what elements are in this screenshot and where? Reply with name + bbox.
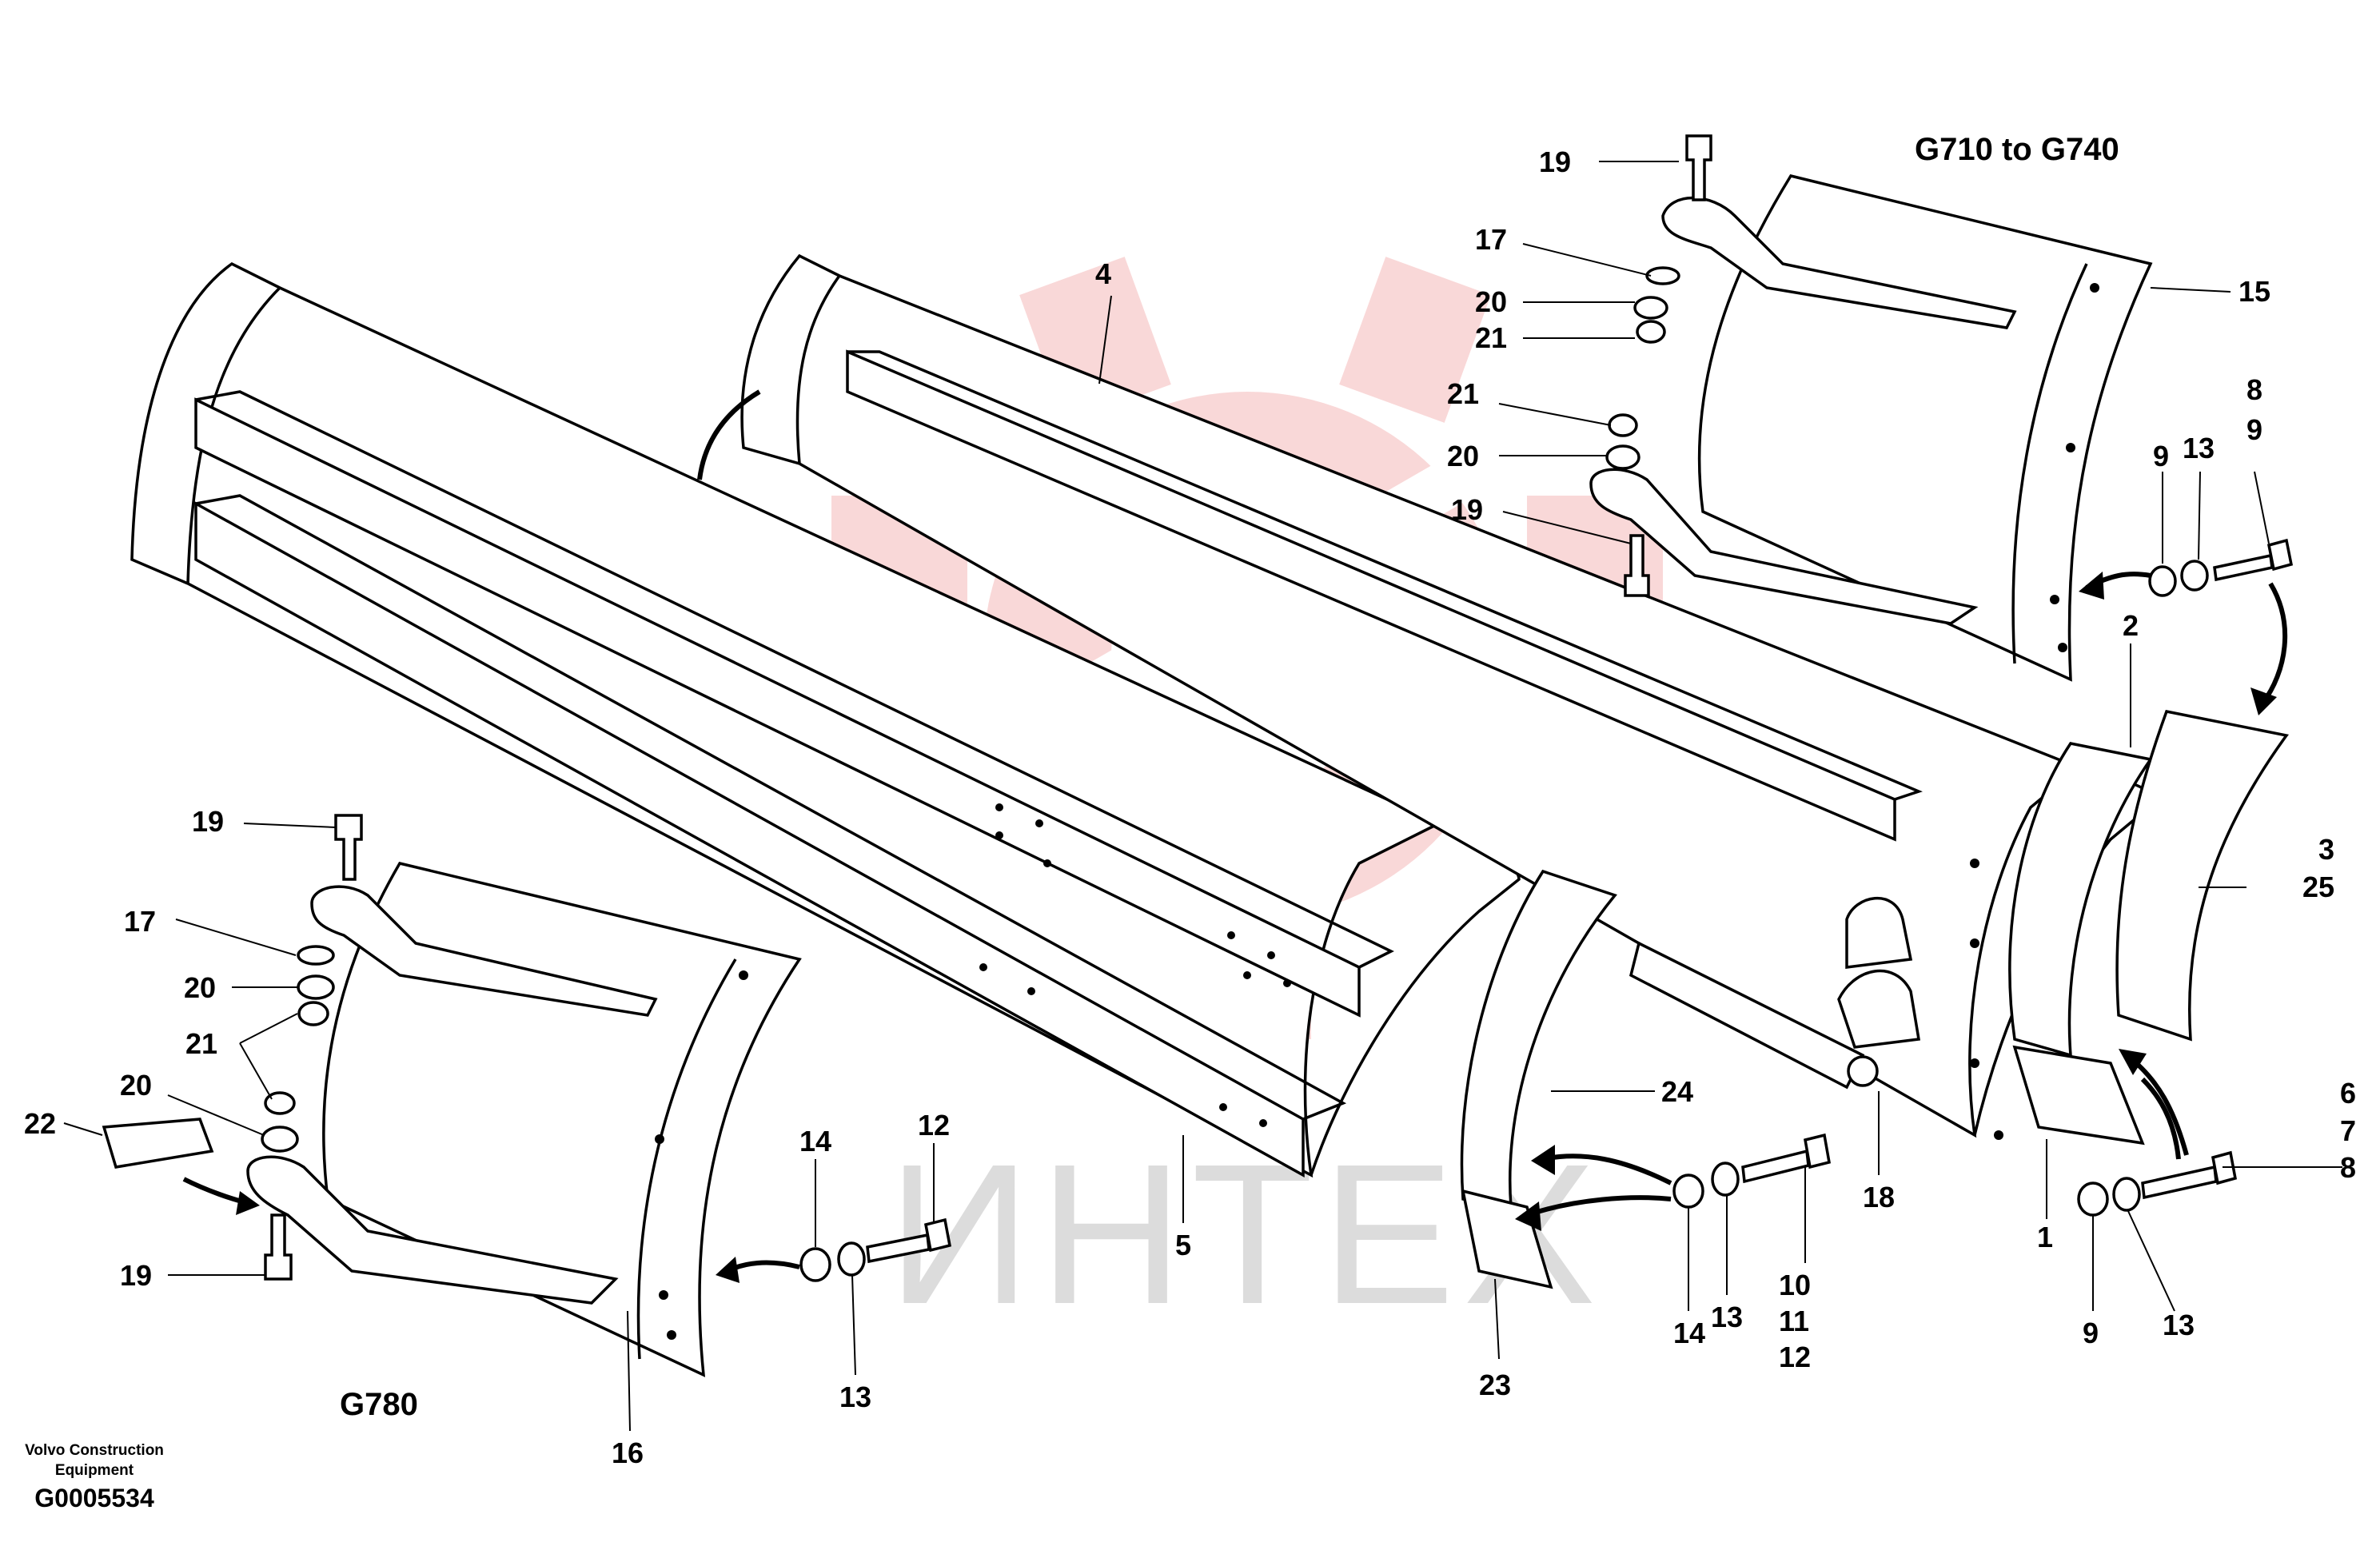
callout-25: 25 [2302, 871, 2334, 903]
model-range-title: G710 to G740 [1915, 132, 2119, 167]
callout-21: 21 [1475, 321, 1507, 354]
moldboard-large [130, 261, 1521, 1178]
callout-13: 13 [839, 1381, 871, 1413]
callout-19: 19 [192, 805, 224, 838]
callout-22: 22 [24, 1107, 56, 1140]
callout-8: 8 [2340, 1151, 2356, 1184]
callout-10: 10 [1779, 1269, 1811, 1301]
corner-bit-1 [2012, 1045, 2145, 1146]
callout-6: 6 [2340, 1077, 2356, 1110]
callout-3: 3 [2318, 833, 2334, 866]
callout-17: 17 [1475, 223, 1507, 256]
callout-14: 14 [799, 1125, 831, 1158]
callout-13: 13 [2183, 432, 2215, 464]
callout-2: 2 [2123, 609, 2139, 642]
callout-19: 19 [1539, 145, 1571, 178]
callout-18: 18 [1863, 1181, 1895, 1213]
callout-21: 21 [185, 1027, 217, 1060]
callout-8: 8 [2246, 373, 2262, 406]
callout-11: 11 [1779, 1305, 1809, 1337]
callout-23: 23 [1479, 1369, 1511, 1401]
assembly-arrows [182, 389, 2288, 1283]
moldboard-medium [740, 253, 2161, 1140]
hardware [102, 134, 2294, 1282]
drawing-code: G0005534 [34, 1484, 154, 1512]
callout-19: 19 [1451, 493, 1483, 526]
callout-1: 1 [2037, 1221, 2053, 1253]
callout-21: 21 [1447, 377, 1479, 410]
callout-12: 12 [918, 1109, 950, 1142]
callout-13: 13 [1711, 1301, 1743, 1333]
callout-4: 4 [1095, 257, 1111, 290]
callout-20: 20 [184, 971, 216, 1004]
callout-labels: 19 17 20 21 21 20 19 4 15 8 9 9 13 2 3 2… [24, 145, 2356, 1469]
end-bit-assembly-16 [246, 861, 802, 1377]
brand-line-1: Volvo Construction [25, 1442, 164, 1459]
end-plate-3 [2115, 709, 2290, 1042]
callout-9: 9 [2153, 440, 2169, 472]
callout-15: 15 [2238, 275, 2270, 308]
callout-20: 20 [1447, 440, 1479, 472]
callout-12: 12 [1779, 1341, 1811, 1373]
callout-9: 9 [2246, 413, 2262, 446]
end-bit-assembly-15 [1589, 173, 2153, 682]
callout-13: 13 [2163, 1309, 2195, 1341]
callout-24: 24 [1661, 1075, 1693, 1108]
footer: Volvo Construction Equipment G0005534 [25, 1442, 164, 1512]
callout-16: 16 [612, 1436, 644, 1469]
callout-19: 19 [120, 1259, 152, 1292]
callout-20: 20 [120, 1069, 152, 1102]
callout-17: 17 [124, 905, 156, 938]
callout-5: 5 [1175, 1229, 1191, 1261]
model-title-g780: G780 [340, 1387, 418, 1422]
callout-14: 14 [1673, 1317, 1705, 1349]
leader-lines [63, 161, 2342, 1432]
callout-7: 7 [2340, 1114, 2356, 1147]
callout-20: 20 [1475, 285, 1507, 318]
brand-line-2: Equipment [55, 1462, 134, 1479]
callout-9: 9 [2083, 1317, 2099, 1349]
